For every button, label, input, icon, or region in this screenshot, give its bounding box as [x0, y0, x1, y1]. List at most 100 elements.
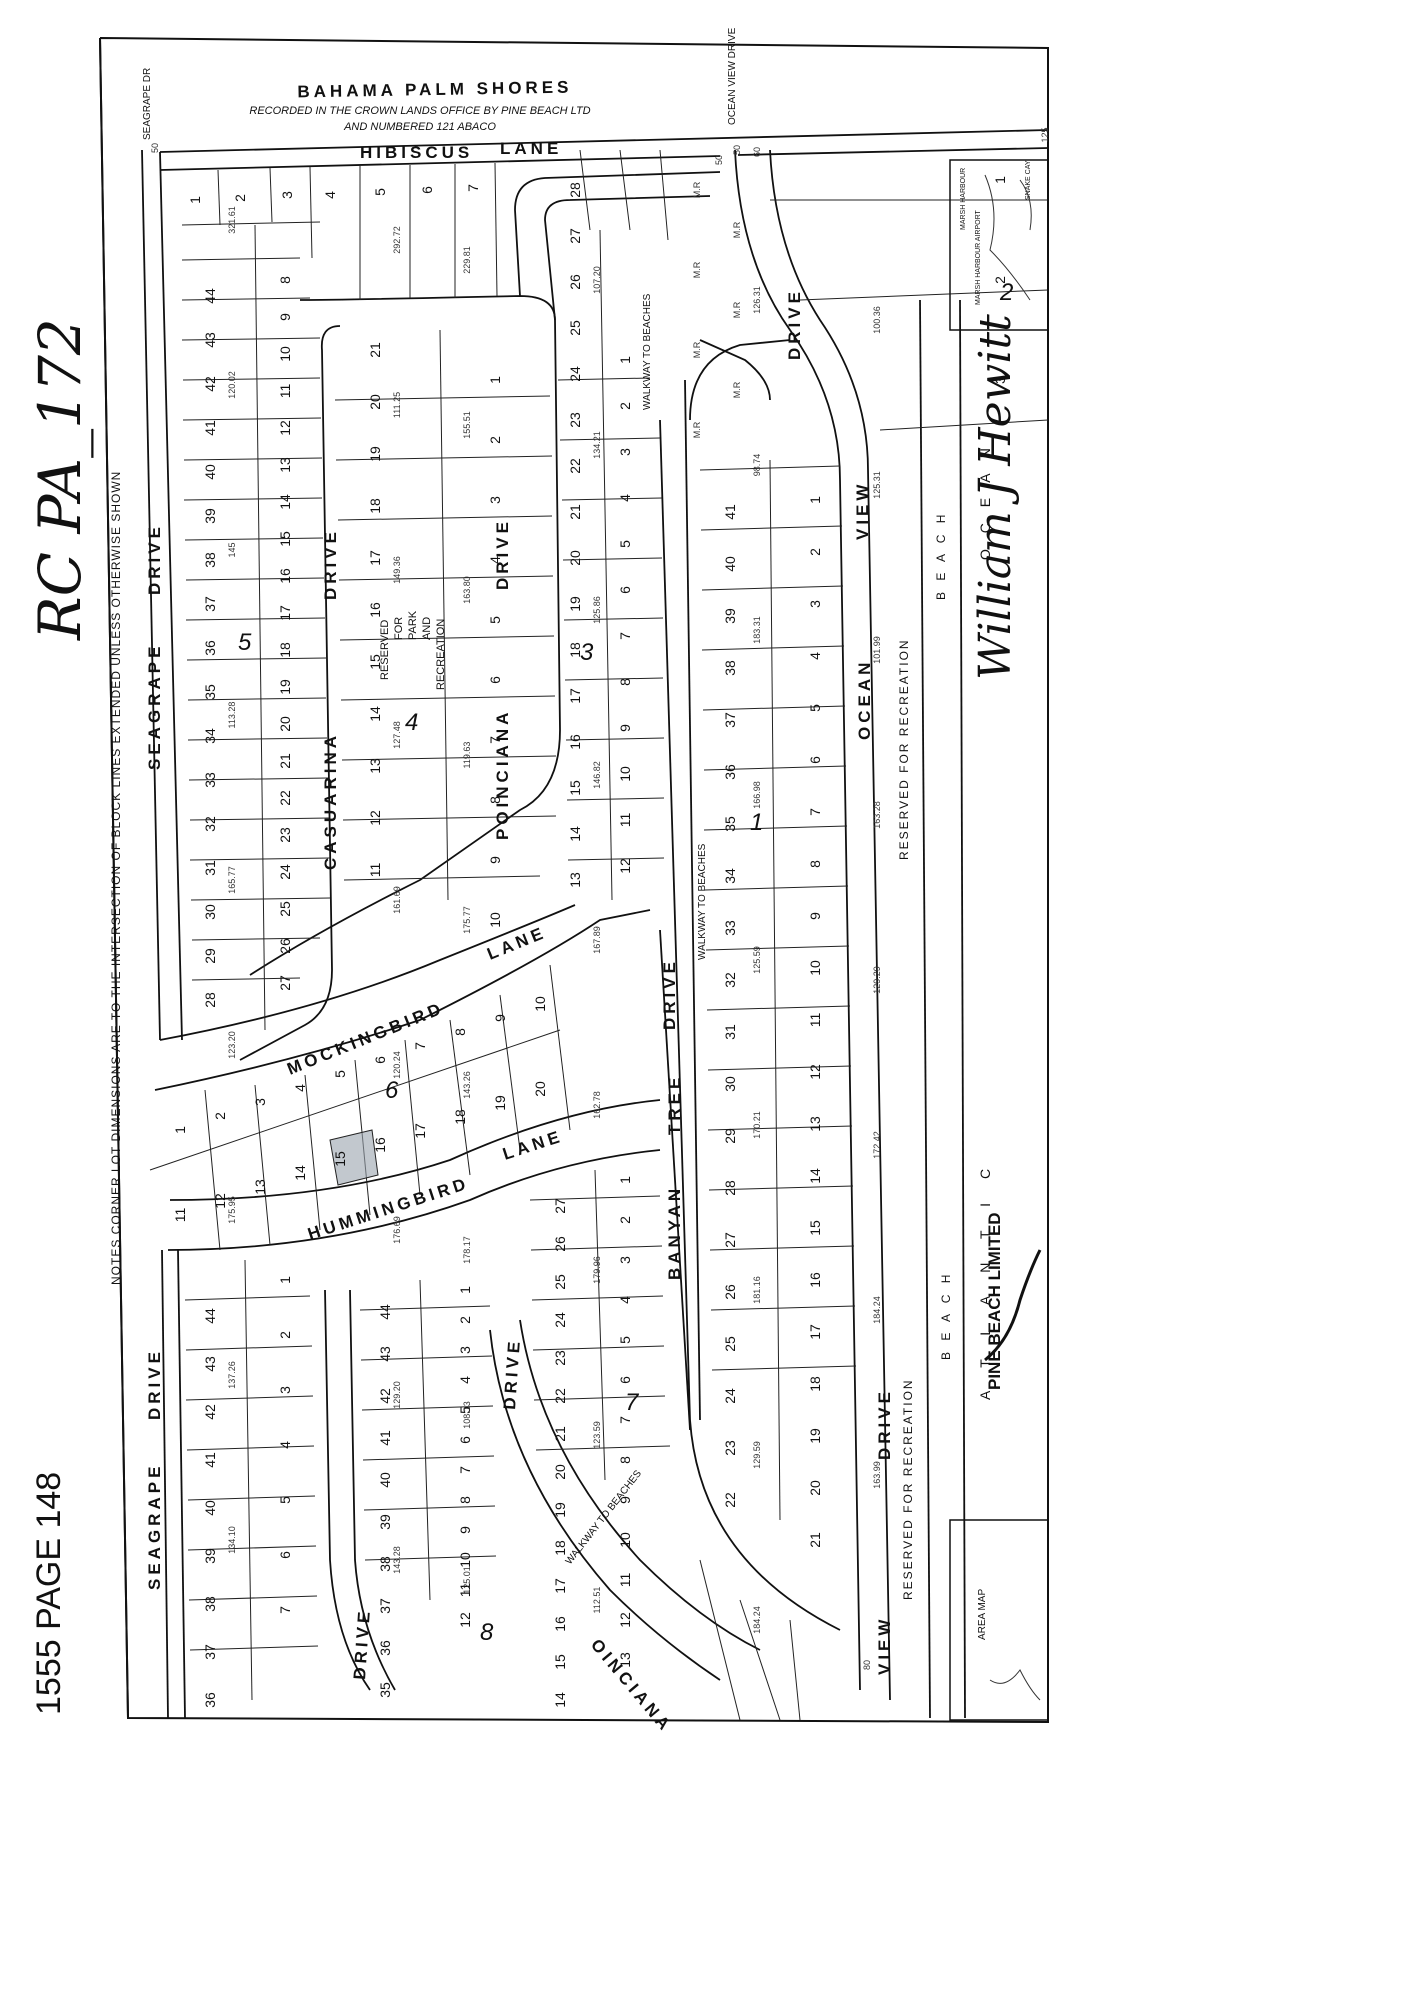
- dimension-label: 165.77: [227, 866, 237, 894]
- lot-block3: 3: [617, 448, 633, 456]
- dimension-label: 119.63: [462, 742, 472, 769]
- lot-lines: [149, 149, 1049, 1721]
- dimension-label: 163.28: [872, 801, 882, 829]
- lot-block5: 8: [277, 276, 293, 284]
- lot-block4: 21: [367, 342, 383, 358]
- dimension-label: 155.51: [462, 411, 472, 439]
- lot-block4: 2: [487, 436, 503, 444]
- road-names: HIBISCUS LANE SEAGRAPE DR OCEAN VIEW DRI…: [142, 27, 894, 1736]
- lot-block7: 24: [552, 1312, 568, 1328]
- lot-block6: 7: [412, 1042, 428, 1050]
- lot-block4: 14: [367, 706, 383, 722]
- lot-block6: 3: [252, 1098, 268, 1106]
- lot-block8: 40: [377, 1472, 393, 1488]
- dimension-label: 127.48: [392, 721, 402, 749]
- lot-block8: 43: [377, 1346, 393, 1362]
- lot-block1: 4: [807, 652, 823, 660]
- lot-block7: 25: [552, 1274, 568, 1290]
- lot-block5: 24: [277, 864, 293, 880]
- lot-block1: 29: [722, 1128, 738, 1144]
- dimension-label: 129.20: [392, 1381, 402, 1409]
- corner-lot-notes: NOTES CORNER LOT DIMENSIONS ARE TO THE I…: [109, 471, 123, 1285]
- lot-block1: 26: [722, 1284, 738, 1300]
- dimension-label: 166.98: [752, 781, 762, 809]
- dimension-label: 143.26: [462, 1071, 472, 1099]
- road-seagrape-south: SEAGRAPE: [145, 1463, 164, 1590]
- lot-block4: 13: [367, 758, 383, 774]
- lot-block8: 41: [377, 1430, 393, 1446]
- lot-block3: 19: [567, 596, 583, 612]
- lot-block3: 23: [567, 412, 583, 428]
- lot-block1: 35: [722, 816, 738, 832]
- dimension-label: 134.10: [227, 1526, 237, 1554]
- lot-block5: 2: [232, 194, 248, 202]
- lot-block1: 13: [807, 1116, 823, 1132]
- lot-block-sw: 43: [202, 1356, 218, 1372]
- lot-block1: 25: [722, 1336, 738, 1352]
- lot-block7: 18: [552, 1540, 568, 1556]
- subdivision-name: BAHAMA PALM SHORES: [297, 78, 572, 102]
- dimension-label: 137.26: [227, 1361, 237, 1389]
- lot-block1: 18: [807, 1376, 823, 1392]
- lot-block5: 10: [277, 346, 293, 362]
- lot-block1: 34: [722, 868, 738, 884]
- lot-block1: 19: [807, 1428, 823, 1444]
- lot-block3: 11: [617, 813, 633, 828]
- lot-block8: 12: [457, 1612, 473, 1628]
- lot-block3: 24: [567, 366, 583, 382]
- dimension-label: 126.31: [752, 286, 762, 314]
- lot-block6: 19: [492, 1095, 508, 1111]
- lot-block4: 7: [487, 736, 503, 744]
- approvals: William J Hewitt PINE BEACH LIMITED: [970, 314, 1042, 1390]
- lot-block5: 37: [202, 596, 218, 612]
- dimension-label: 183.31: [752, 616, 762, 644]
- lot-block5: 12: [277, 420, 293, 436]
- corner-mark: 50: [150, 143, 160, 153]
- lot-block5: 5: [372, 188, 388, 196]
- lot-block3: 27: [567, 228, 583, 244]
- lot-block5: 34: [202, 728, 218, 744]
- lot-block7: 19: [552, 1502, 568, 1518]
- lot-block4: 18: [367, 498, 383, 514]
- lot-block1: 41: [722, 504, 738, 520]
- road-seagrape-north: SEAGRAPE: [145, 643, 164, 770]
- lot-block8: 8: [457, 1496, 473, 1504]
- lot-block7: 10: [617, 1532, 633, 1548]
- lot-block-sw: 3: [277, 1386, 293, 1394]
- lot-block5: 43: [202, 332, 218, 348]
- lot-block7: 2: [617, 1216, 633, 1224]
- lot-block7: 9: [617, 1496, 633, 1504]
- walkway-beaches-2: WALKWAY TO BEACHES: [697, 843, 708, 960]
- road-ocean-view-south-view: VIEW: [875, 1616, 894, 1675]
- beach-north: B E A C H: [934, 511, 948, 600]
- dimension-label: 181.16: [752, 1276, 762, 1304]
- lot-block6: 15: [332, 1151, 348, 1167]
- lot-block1: 38: [722, 660, 738, 676]
- lot-block3: 18: [567, 642, 583, 658]
- lot-block3: 7: [617, 632, 633, 640]
- block-numbers: 5 4 3 1 2 6 7 8: [238, 279, 1013, 1646]
- dimension-label: 125.31: [872, 471, 882, 499]
- mr-labels: M.RM.RM.RM.RM.RM.RM.R: [692, 181, 742, 438]
- block-1: 1: [750, 809, 763, 836]
- handwritten-reference: RC PA_172: [26, 318, 94, 641]
- lot-block4: 3: [487, 496, 503, 504]
- lot-block1: 10: [807, 960, 823, 976]
- dimension-label: 108.13: [462, 1401, 472, 1429]
- road-ocean-view-east-ocean: OCEAN: [855, 659, 874, 740]
- road-banyan: BANYAN: [665, 1185, 684, 1280]
- mr-label: M.R: [732, 381, 742, 398]
- lot-block7: 15: [552, 1654, 568, 1670]
- lot-block8: 3: [457, 1346, 473, 1354]
- corner-mark: 60: [752, 147, 762, 157]
- lot-block-sw: 41: [202, 1452, 218, 1468]
- book-page-stamp: 1555 PAGE 148: [30, 1472, 68, 1715]
- lot-block5: 33: [202, 772, 218, 788]
- stamp-signature-scrawl: [984, 1249, 1042, 1362]
- lot-block8: 11: [457, 1583, 473, 1598]
- dimension-label: 175.95: [227, 1196, 237, 1224]
- lot-block5: 44: [202, 288, 218, 304]
- dimension-label: 123.20: [227, 1031, 237, 1059]
